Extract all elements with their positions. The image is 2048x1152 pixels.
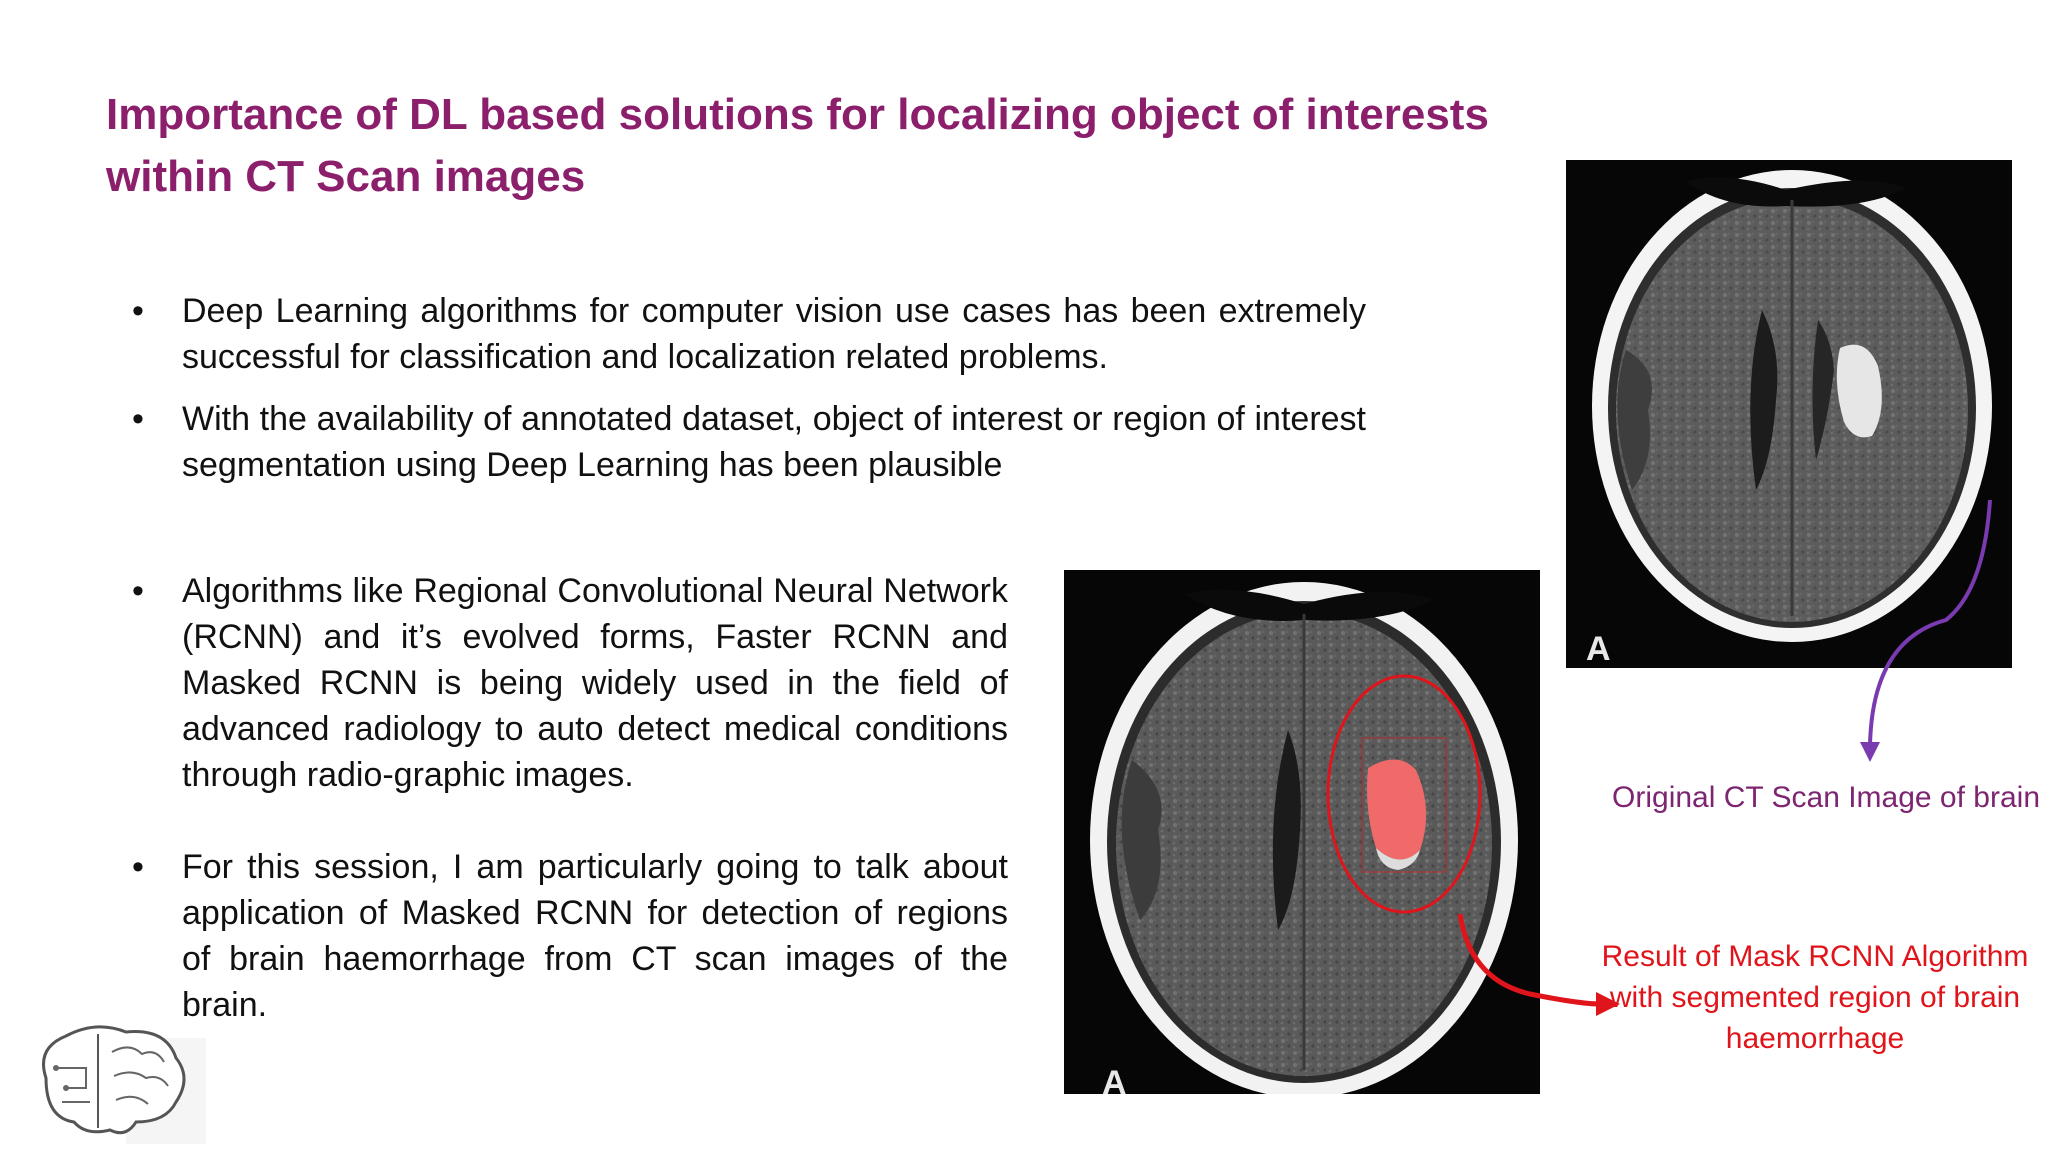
panel-label: A (1102, 1064, 1127, 1094)
bullet-symbol: • (132, 400, 144, 438)
brain-circuit-icon (26, 1018, 206, 1144)
list-item: • Algorithms like Regional Convolutional … (106, 568, 1008, 798)
bullet-text: For this session, I am particularly goin… (182, 848, 1008, 1024)
ct-scan-graphic (1090, 582, 1518, 1094)
list-item: • For this session, I am particularly goi… (106, 844, 1008, 1028)
bullet-symbol: • (132, 572, 144, 610)
bullet-symbol: • (132, 848, 144, 886)
original-ct-scan-image: A (1566, 160, 2012, 668)
list-item: • Deep Learning algorithms for computer v… (106, 288, 1366, 380)
segmented-ct-scan-image: A (1064, 570, 1540, 1094)
bullet-list-top: • Deep Learning algorithms for computer v… (106, 288, 1366, 488)
bullet-text: With the availability of annotated datas… (182, 400, 1366, 484)
bullet-symbol: • (132, 292, 144, 330)
purple-arrowhead (1860, 742, 1880, 762)
list-item: • With the availability of annotated data… (106, 396, 1366, 488)
panel-label: A (1586, 630, 1611, 668)
bullet-list-bottom: • Algorithms like Regional Convolutional … (106, 568, 1008, 1028)
ct-scan-graphic (1592, 170, 1992, 642)
bullet-text: Deep Learning algorithms for computer vi… (182, 292, 1366, 376)
result-image-caption: Result of Mask RCNN Algorithm with segme… (1601, 940, 2029, 1055)
bullet-text: Algorithms like Regional Convolutional N… (182, 572, 1008, 794)
slide-title: Importance of DL based solutions for loc… (106, 90, 1489, 201)
original-image-caption: Original CT Scan Image of brain (1612, 781, 2040, 814)
